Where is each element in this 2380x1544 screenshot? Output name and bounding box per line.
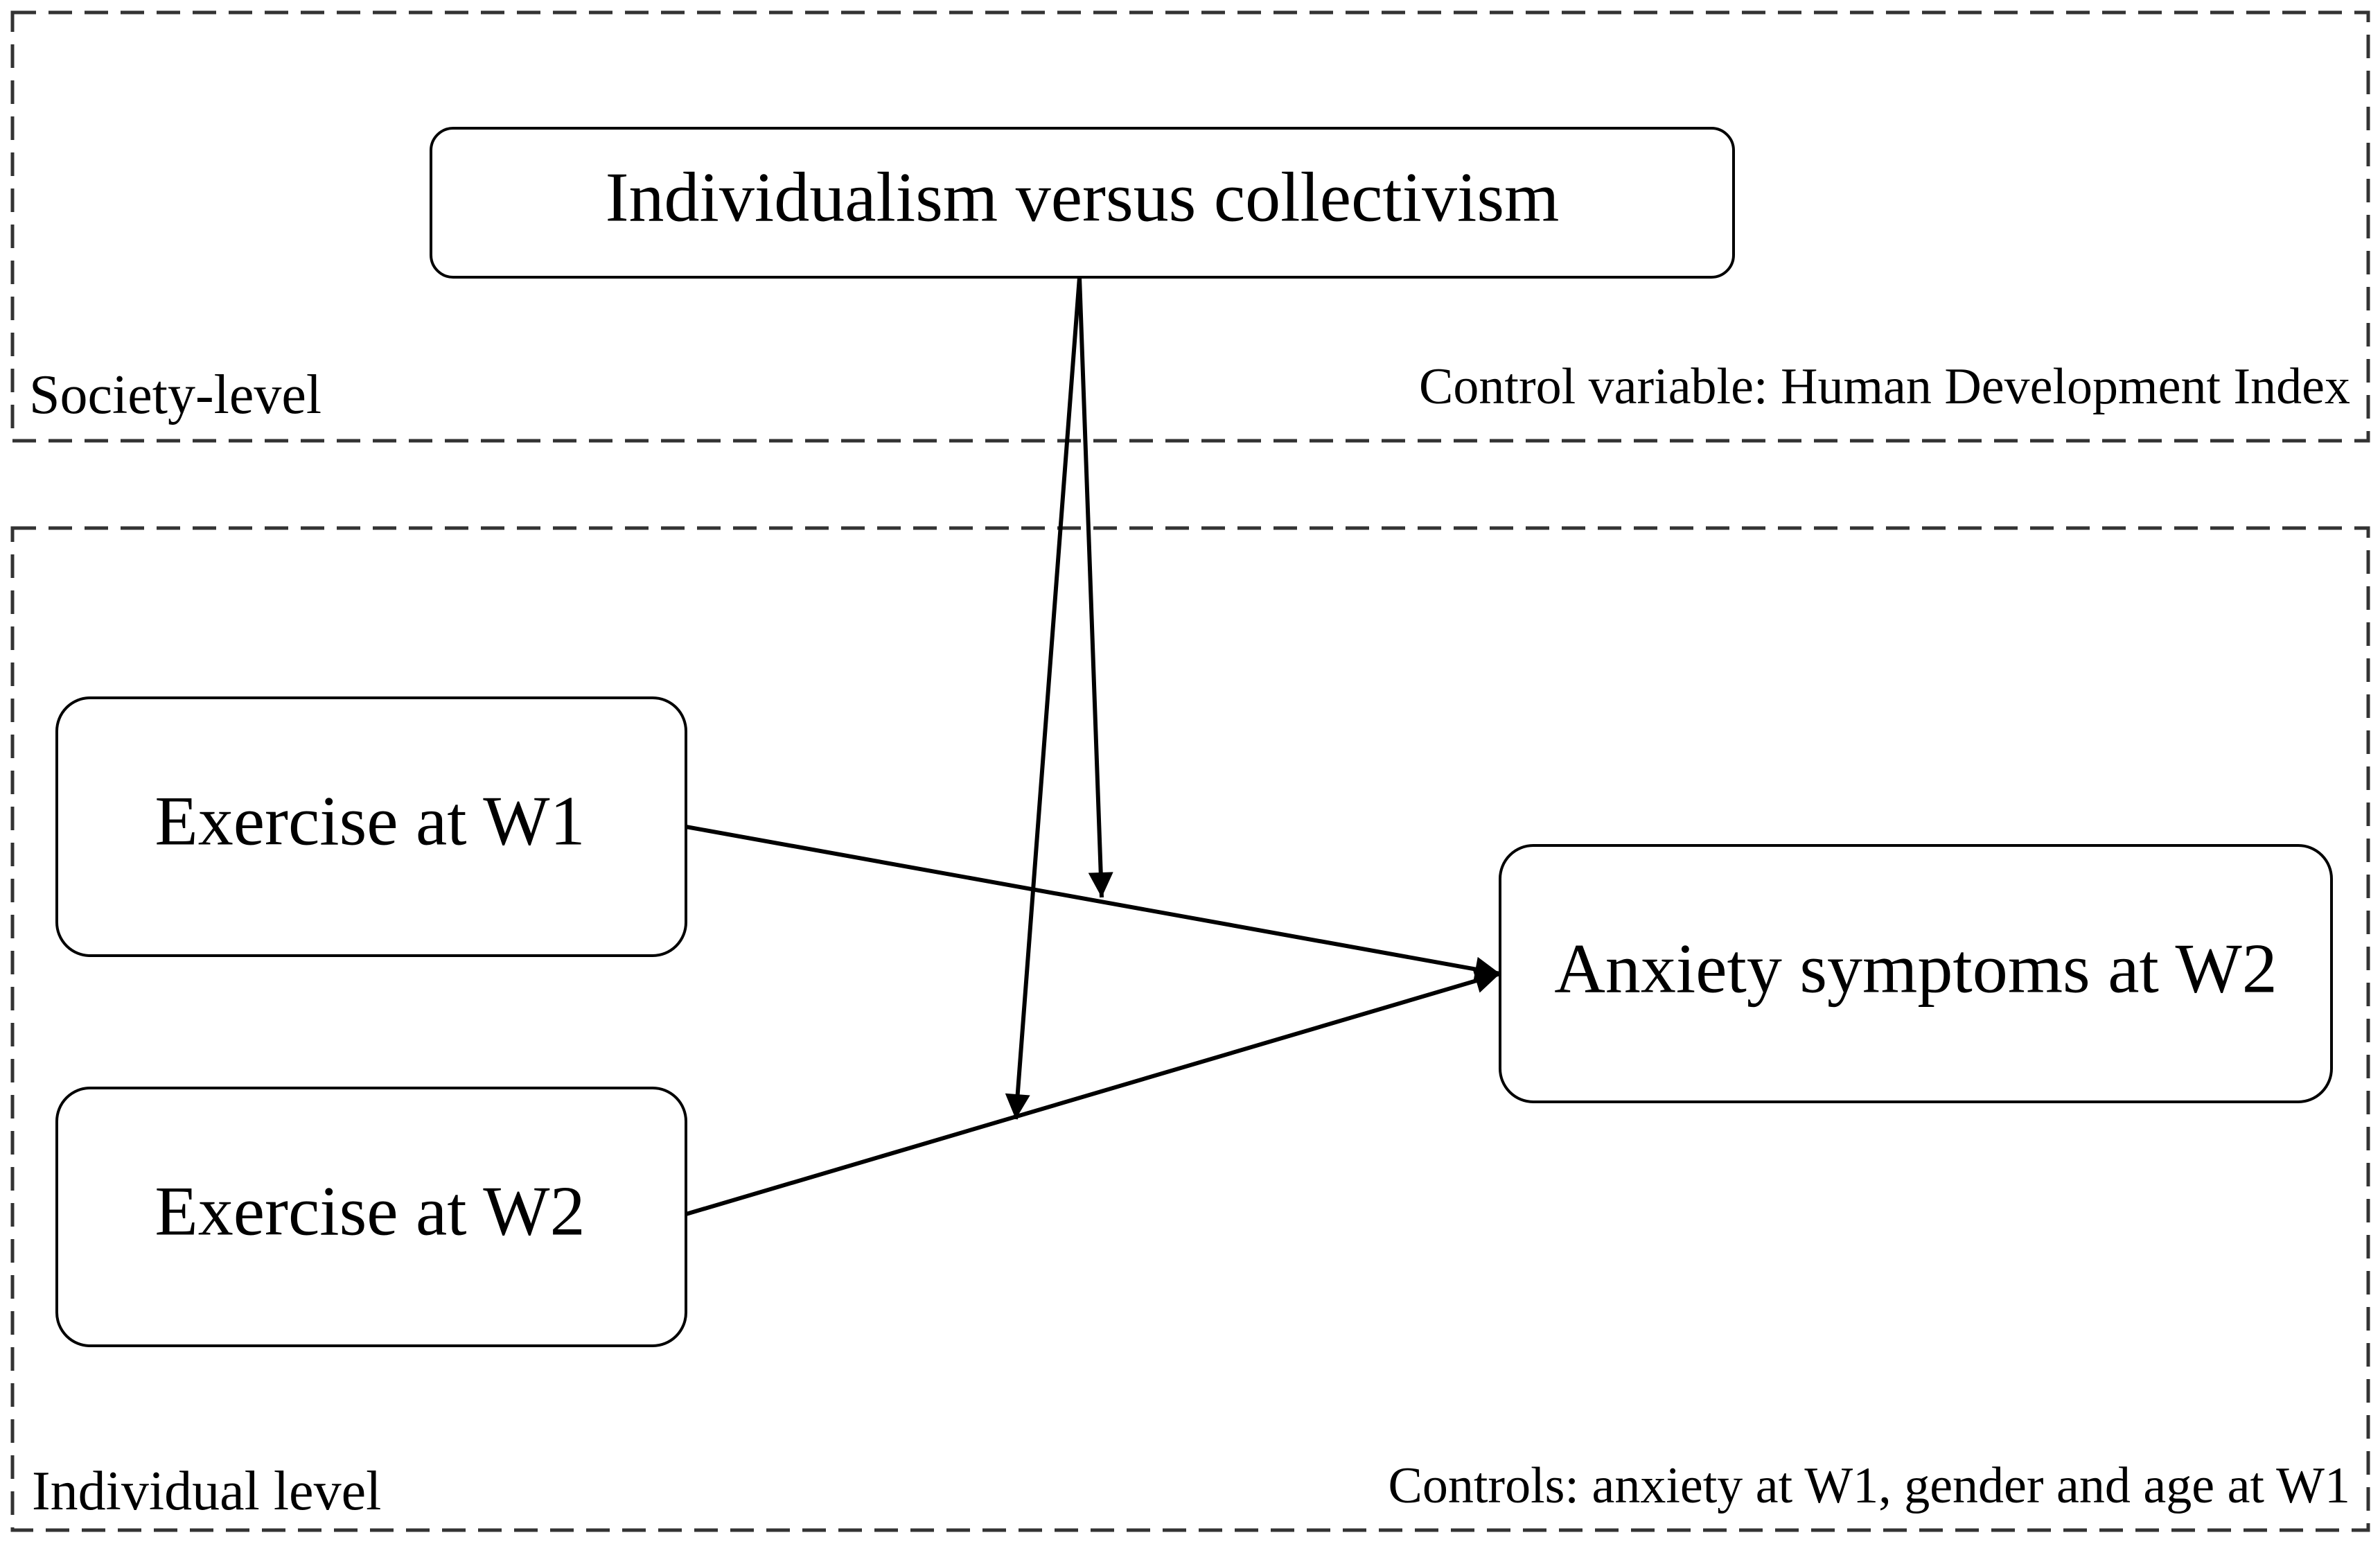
individual-controls-note: Controls: anxiety at W1, gender and age …: [1389, 1457, 2350, 1514]
node-anxiety-w2-label: Anxiety symptoms at W2: [1554, 929, 2277, 1008]
society-level-region: Society-level Control variable: Human De…: [10, 10, 2370, 443]
node-exercise-w2: Exercise at W2: [55, 1087, 687, 1347]
individual-level-frame: [10, 526, 2370, 1532]
node-exercise-w1-box: [55, 696, 687, 957]
individual-level-region: Individual level Controls: anxiety at W1…: [10, 526, 2370, 1532]
moderation-arrow-w1-path: [1077, 277, 1113, 898]
node-moderator-label: Individualism versus collectivism: [606, 158, 1560, 236]
node-exercise-w2-label: Exercise at W2: [155, 1172, 585, 1250]
node-exercise-w2-box: [55, 1087, 687, 1347]
node-anxiety-w2-box: [1499, 844, 2333, 1103]
node-moderator-box: [430, 127, 1735, 279]
moderation-arrow-w2-path: [1005, 277, 1082, 1120]
path-exercise-w2-to-anxiety: [685, 968, 1501, 1216]
society-level-label: Society-level: [29, 365, 321, 426]
society-control-note: Control variable: Human Development Inde…: [1419, 358, 2350, 415]
node-moderator: Individualism versus collectivism: [430, 127, 1735, 279]
society-level-frame: [10, 10, 2370, 443]
path-exercise-w1-to-anxiety: [685, 825, 1501, 982]
node-exercise-w1: Exercise at W1: [55, 696, 687, 957]
edges: [685, 277, 1501, 1216]
individual-level-label: Individual level: [32, 1461, 381, 1522]
node-anxiety-w2: Anxiety symptoms at W2: [1499, 844, 2333, 1103]
node-exercise-w1-label: Exercise at W1: [155, 782, 585, 860]
